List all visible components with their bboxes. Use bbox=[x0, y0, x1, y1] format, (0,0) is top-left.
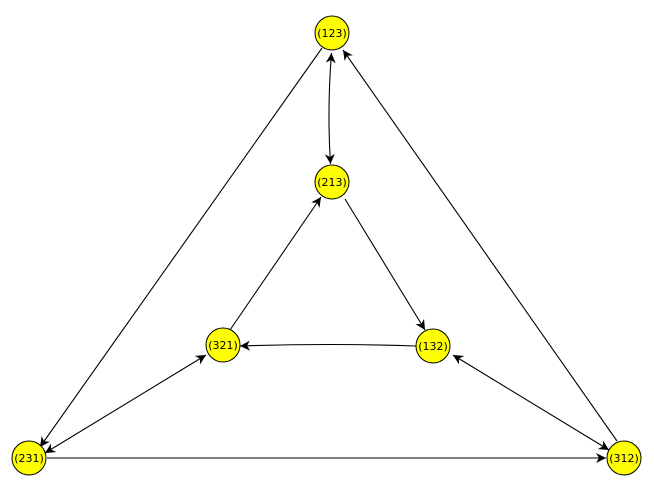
edge-132-312 bbox=[452, 354, 610, 451]
graph-node: (213) bbox=[314, 164, 350, 200]
node-label: (213) bbox=[317, 176, 347, 189]
edge-123-213 bbox=[324, 52, 336, 165]
edge-321-231 bbox=[44, 354, 207, 454]
graph-node: (231) bbox=[11, 440, 47, 476]
edges bbox=[39, 47, 618, 463]
edge-213-132 bbox=[344, 198, 426, 331]
graph-node: (132) bbox=[415, 328, 451, 364]
node-label: (231) bbox=[14, 452, 44, 465]
edge-123-231 bbox=[39, 47, 323, 448]
node-label: (123) bbox=[317, 27, 347, 40]
graph-node: (321) bbox=[205, 327, 241, 363]
node-label: (312) bbox=[609, 452, 639, 465]
graph-node: (312) bbox=[606, 440, 642, 476]
graph-node: (123) bbox=[314, 15, 350, 51]
edge-312-123 bbox=[342, 49, 618, 442]
node-label: (132) bbox=[418, 340, 448, 353]
edge-321-213 bbox=[229, 196, 322, 331]
node-label: (321) bbox=[208, 339, 238, 352]
nodes: (123) (213) (321) (132) (231) (312) bbox=[11, 15, 642, 476]
edge-132-321 bbox=[239, 340, 417, 351]
